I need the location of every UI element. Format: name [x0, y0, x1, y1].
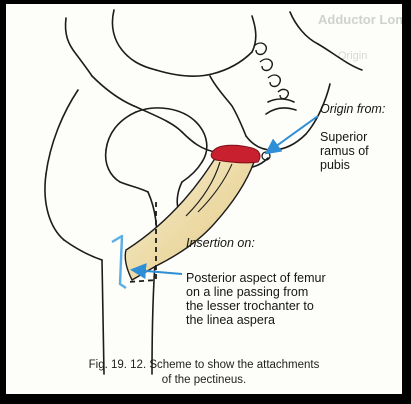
origin-area: [211, 145, 260, 163]
insertion-description: Posterior aspect of femur on a line pass…: [186, 271, 326, 327]
pectineus-muscle: [125, 154, 254, 280]
insertion-line: [112, 236, 126, 288]
origin-heading: Origin from:: [320, 102, 385, 116]
hip-femur-illustration: [6, 4, 402, 394]
sacral-foramina: [254, 43, 288, 99]
textbook-page: Adductor Longus Origin: [6, 4, 402, 394]
pelvis-outline: [65, 10, 362, 152]
origin-pointer-arrow: [268, 116, 318, 152]
figure-caption: Fig. 19. 12. Scheme to show the attachme…: [6, 358, 402, 388]
origin-description: Superior ramus of pubis: [320, 130, 369, 172]
insertion-heading: Insertion on:: [186, 236, 255, 250]
